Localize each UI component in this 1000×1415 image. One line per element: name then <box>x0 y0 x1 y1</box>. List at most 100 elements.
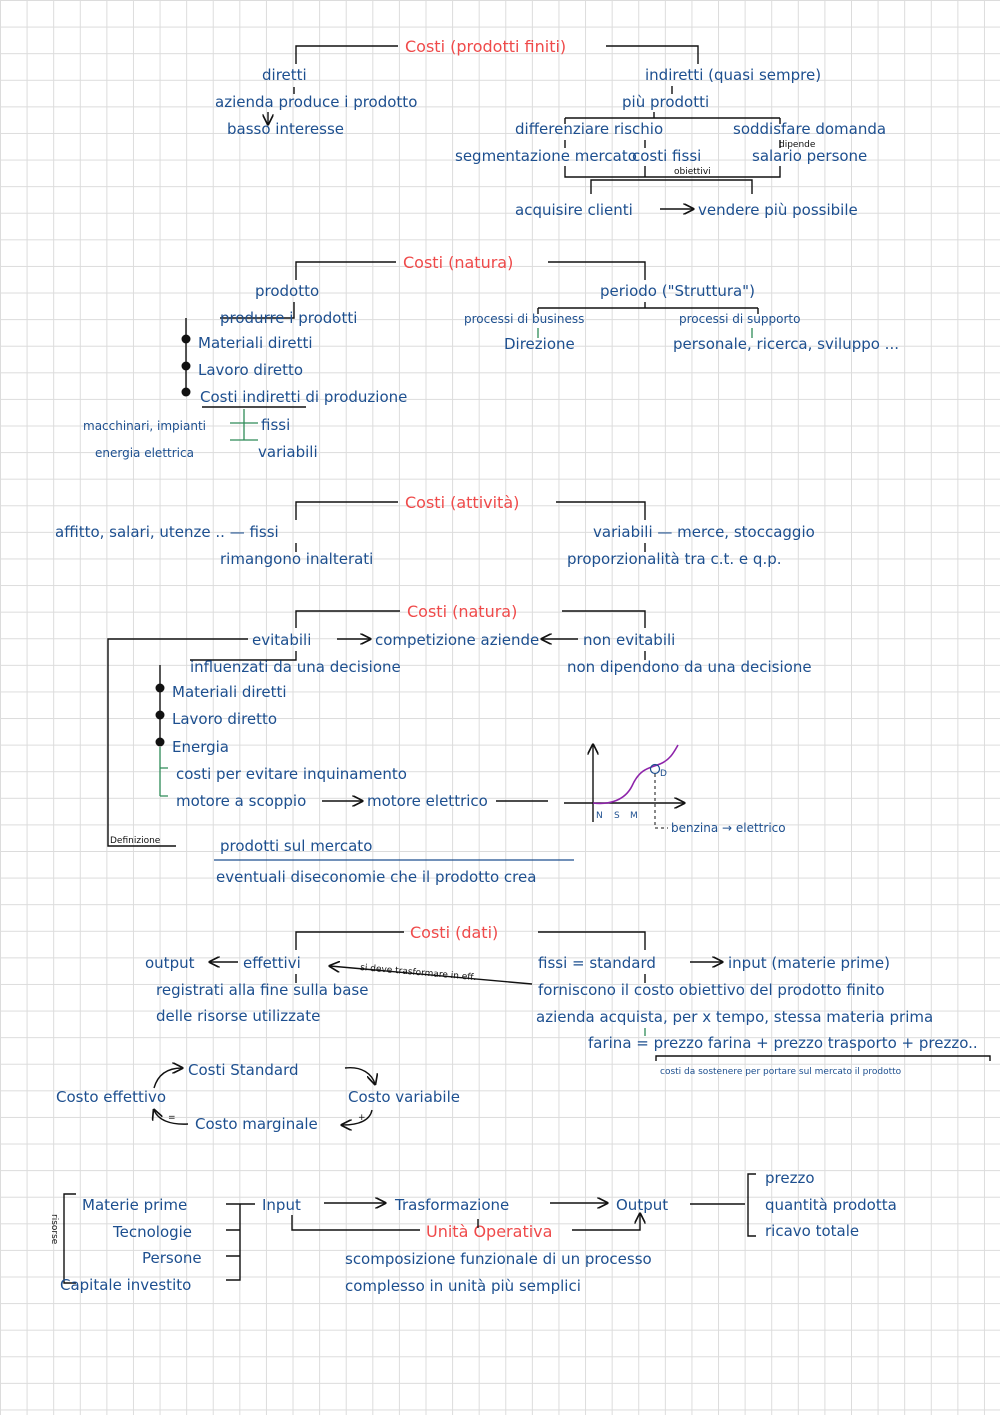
node-direzione: Direzione <box>504 335 575 353</box>
bullet <box>181 361 191 371</box>
node-azienda-produce: azienda produce i prodotto <box>215 93 417 111</box>
node-costi-standard: Costi Standard <box>188 1061 299 1079</box>
node-energia-elettrica: energia elettrica <box>95 446 194 460</box>
node-variabili-attivita: variabili — merce, stoccaggio <box>593 523 815 541</box>
node-macchinari-impianti: macchinari, impianti <box>83 419 206 433</box>
bullet <box>181 334 191 344</box>
node-input: Input <box>262 1196 301 1214</box>
node-diretti: diretti <box>262 66 307 84</box>
title-costi-natura-2: Costi (natura) <box>407 602 517 621</box>
node-farina: farina = prezzo farina + prezzo trasport… <box>588 1034 978 1052</box>
node-complesso: complesso in unità più semplici <box>345 1277 581 1295</box>
node-costo-effettivo: Costo effettivo <box>56 1088 166 1106</box>
label-definizione: Definizione <box>110 836 161 846</box>
node-vendere-piu-possibile: vendere più possibile <box>698 201 858 219</box>
node-effettivi: effettivi <box>243 954 301 972</box>
node-non-dipendono: non dipendono da una decisione <box>567 658 812 676</box>
bullet <box>155 710 165 720</box>
title-prodotti-finiti: Costi (prodotti finiti) <box>405 37 566 56</box>
node-motore-scoppio: motore a scoppio <box>176 792 306 810</box>
node-indiretti: indiretti (quasi sempre) <box>645 66 821 84</box>
graph-tick-n: N <box>596 811 603 821</box>
node-piu-prodotti: più prodotti <box>622 93 709 111</box>
node-costi-inquinamento: costi per evitare inquinamento <box>176 765 407 783</box>
node-materiali-diretti-2: Materiali diretti <box>172 683 287 701</box>
section-costi-natura-1: Costi (natura) prodotto produrre i prodo… <box>83 253 899 461</box>
node-azienda-acquista: azienda acquista, per x tempo, stessa ma… <box>536 1008 933 1026</box>
node-fissi-standard: fissi = standard <box>538 954 656 972</box>
node-persone: Persone <box>142 1249 202 1267</box>
label-obiettivi: obiettivi <box>674 167 711 177</box>
graph-tick-m: M <box>630 811 638 821</box>
node-differenziare-rischio: differenziare rischio <box>515 120 663 138</box>
node-materiali-diretti: Materiali diretti <box>198 334 313 352</box>
node-costi-fissi: costi fissi <box>632 147 701 165</box>
node-acquisire-clienti: acquisire clienti <box>515 201 633 219</box>
node-capitale-investito: Capitale investito <box>60 1276 191 1294</box>
graph-point-label: D <box>660 769 667 779</box>
node-costo-marginale: Costo marginale <box>195 1115 318 1133</box>
title-costi-attivita: Costi (attività) <box>405 493 519 512</box>
label-trasformare: si deve trasformare in eff. <box>360 963 477 983</box>
node-costi-indiretti-produzione: Costi indiretti di produzione <box>200 388 407 406</box>
node-costo-variabile: Costo variabile <box>348 1088 460 1106</box>
node-ricavo-totale: ricavo totale <box>765 1222 859 1240</box>
node-proporzionalita: proporzionalità tra c.t. e q.p. <box>567 550 782 568</box>
graph-point <box>649 763 661 775</box>
node-tecnologie: Tecnologie <box>112 1223 192 1241</box>
node-registrati: registrati alla fine sulla base <box>156 981 368 999</box>
section-prodotti-finiti: Costi (prodotti finiti) diretti azienda … <box>215 37 886 219</box>
title-costi-dati: Costi (dati) <box>410 923 498 942</box>
label-risorse: risorse <box>49 1214 59 1245</box>
node-scomposizione: scomposizione funzionale di un processo <box>345 1250 652 1268</box>
node-output: Output <box>616 1196 668 1214</box>
node-competizione-aziende: competizione aziende <box>375 631 539 649</box>
graph-tick-s: S <box>614 811 620 821</box>
node-energia: Energia <box>172 738 229 756</box>
section-costi-natura-2: Costi (natura) evitabili Definizione com… <box>107 602 812 886</box>
node-prodotti-mercato: prodotti sul mercato <box>220 837 372 855</box>
section-costi-dati: Costi (dati) output effettivi si deve tr… <box>145 923 991 1077</box>
node-quantita-prodotta: quantità prodotta <box>765 1196 897 1214</box>
node-unita-operativa: Unità Operativa <box>426 1222 552 1241</box>
node-rimangono-inalterati: rimangono inalterati <box>220 550 373 568</box>
node-processi-business: processi di business <box>464 312 584 326</box>
node-produrre-prodotti: produrre i prodotti <box>220 309 357 327</box>
node-motore-elettrico: motore elettrico <box>367 792 488 810</box>
label-plus: + <box>358 1113 366 1123</box>
node-fissi-attivita: affitto, salari, utenze .. — fissi <box>55 523 279 541</box>
node-basso-interesse: basso interesse <box>227 120 344 138</box>
bullet <box>181 387 191 397</box>
title-costi-natura: Costi (natura) <box>403 253 513 272</box>
node-lavoro-diretto: Lavoro diretto <box>198 361 303 379</box>
node-periodo: periodo ("Struttura") <box>600 282 755 300</box>
node-prodotto: prodotto <box>255 282 319 300</box>
node-diseconomie: eventuali diseconomie che il prodotto cr… <box>216 868 536 886</box>
node-prezzo: prezzo <box>765 1169 815 1187</box>
node-output-dati: output <box>145 954 195 972</box>
label-equals: = <box>168 1113 176 1123</box>
node-salario-persone: salario persone <box>752 147 867 165</box>
node-processi-supporto: processi di supporto <box>679 312 800 326</box>
node-variabili: variabili <box>258 443 318 461</box>
bullet <box>155 683 165 693</box>
node-input-materie: input (materie prime) <box>728 954 890 972</box>
node-soddisfare-domanda: soddisfare domanda <box>733 120 886 138</box>
node-evitabili: evitabili <box>252 631 311 649</box>
node-costi-sostenere: costi da sostenere per portare sul merca… <box>660 1067 902 1077</box>
transition-graph: D N S M benzina → elettrico <box>564 745 786 835</box>
node-trasformazione: Trasformazione <box>394 1196 509 1214</box>
graph-caption: benzina → elettrico <box>671 821 786 835</box>
transition-curve <box>592 744 679 805</box>
bullet <box>155 737 165 747</box>
section-processo: risorse Materie prime Tecnologie Persone… <box>49 1169 897 1295</box>
label-dipende: dipende <box>779 140 816 150</box>
section-cycle: Costi Standard Costo variabile Costo mar… <box>56 1061 460 1133</box>
node-non-evitabili: non evitabili <box>583 631 675 649</box>
node-personale-ricerca: personale, ricerca, sviluppo ... <box>673 335 899 353</box>
node-lavoro-diretto-2: Lavoro diretto <box>172 710 277 728</box>
node-materie-prime: Materie prime <box>82 1196 187 1214</box>
node-risorse-utilizzate: delle risorse utilizzate <box>156 1007 320 1025</box>
node-fissi: fissi <box>261 416 290 434</box>
